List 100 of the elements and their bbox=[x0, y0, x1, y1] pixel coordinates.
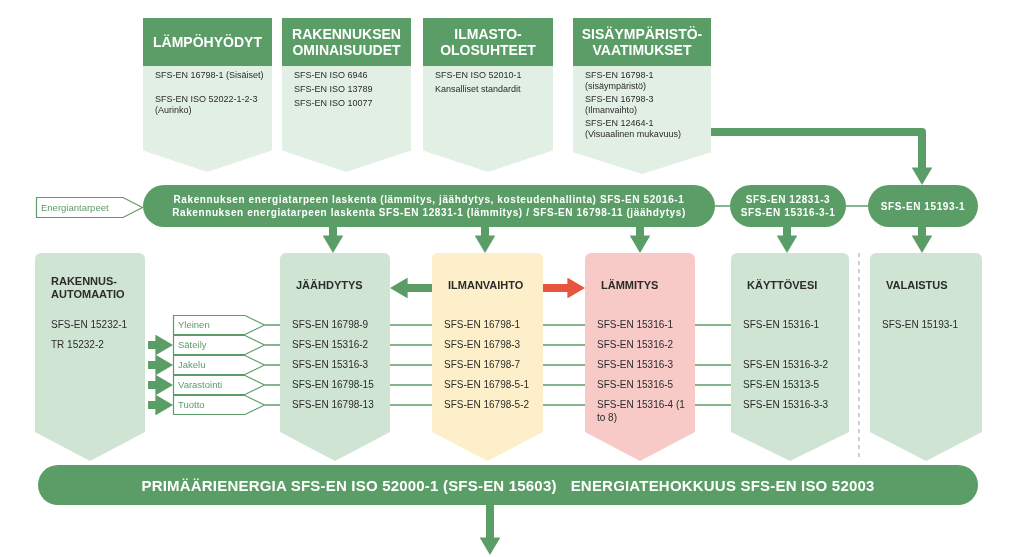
standard-code: SFS-EN 16798-15 bbox=[292, 378, 375, 391]
arrow bbox=[390, 277, 432, 299]
connector-line bbox=[714, 205, 731, 207]
arrow bbox=[322, 227, 344, 253]
chevron-panel bbox=[143, 18, 272, 172]
tag-text: Energiantarpeet bbox=[41, 201, 109, 214]
connector-line bbox=[542, 404, 586, 406]
connector-line bbox=[264, 364, 281, 366]
arrow bbox=[474, 227, 496, 253]
standard-code: SFS-EN 15316-1 bbox=[597, 318, 675, 331]
chevron-column bbox=[870, 253, 982, 461]
chevron-column bbox=[280, 253, 390, 461]
standard-code: SFS-EN 16798-5-2 bbox=[444, 398, 531, 411]
column-heading: RAKENNUS-AUTOMAATIO bbox=[51, 275, 126, 301]
arrow bbox=[148, 394, 173, 416]
standard-code: SFS-EN 16798-3 (Ilmanvaihto) bbox=[585, 94, 655, 116]
connector-line bbox=[542, 344, 586, 346]
pointer-tag bbox=[173, 315, 265, 335]
tag-text: Säteily bbox=[178, 339, 207, 351]
chevron-panel bbox=[282, 18, 411, 172]
chevron-panel bbox=[423, 18, 553, 172]
standard-code: SFS-EN 15316-3-2 bbox=[743, 358, 830, 371]
standard-code: Kansalliset standardit bbox=[435, 84, 522, 95]
banner-text: SFS-EN 15316-3-1 bbox=[740, 206, 836, 219]
chevron-column bbox=[35, 253, 145, 461]
tag-text: Varastointi bbox=[178, 379, 223, 391]
connector-line bbox=[389, 344, 433, 346]
tag-text: Tuotto bbox=[178, 399, 205, 411]
chevron-column bbox=[731, 253, 849, 461]
connector-line bbox=[389, 324, 433, 326]
column-heading: KÄYTTÖVESI bbox=[747, 279, 819, 292]
standard-code: SFS-EN 15193-1 bbox=[882, 318, 960, 331]
connector-line bbox=[845, 205, 869, 207]
standard-code: SFS-EN 16798-9 bbox=[292, 318, 370, 331]
pointer-tag bbox=[173, 395, 265, 415]
pill-banner bbox=[38, 465, 978, 505]
pill-banner bbox=[730, 185, 846, 227]
pill-banner bbox=[868, 185, 978, 227]
standard-code: SFS-EN 15316-3 bbox=[597, 358, 675, 371]
chevron-panel bbox=[573, 18, 711, 174]
connector-line bbox=[694, 404, 732, 406]
arrow bbox=[911, 227, 933, 253]
standard-code: SFS-EN 16798-3 bbox=[444, 338, 522, 351]
banner-text: Rakennuksen energiatarpeen laskenta SFS-EN 12831-1 (lämmitys) / SFS-EN 16798-11 (jäähdytys) bbox=[172, 206, 686, 219]
connector-line bbox=[694, 324, 732, 326]
chevron-column bbox=[432, 253, 543, 461]
panel-heading: LÄMPÖHYÖDYT bbox=[143, 18, 272, 66]
pill-banner bbox=[143, 185, 715, 227]
panel-heading: SISÄYMPÄRISTÖ-VAATIMUKSET bbox=[573, 18, 711, 66]
pointer-tag bbox=[36, 197, 143, 218]
standard-code: SFS-EN 15316-4 (1 to 8) bbox=[597, 398, 686, 424]
tag-text: Jakelu bbox=[178, 359, 206, 371]
banner-text: SFS-EN 15193-1 bbox=[880, 199, 966, 213]
standard-code: SFS-EN 15232-1 bbox=[51, 318, 129, 331]
connector-line bbox=[542, 384, 586, 386]
standard-code: SFS-EN 16798-7 bbox=[444, 358, 522, 371]
connector-line bbox=[264, 384, 281, 386]
banner-text: SFS-EN 12831-3 bbox=[745, 193, 831, 206]
panel-heading: RAKENNUKSEN OMINAISUUDET bbox=[282, 18, 411, 66]
arrow bbox=[776, 227, 798, 253]
column-heading: LÄMMITYS bbox=[601, 279, 660, 292]
column-heading: ILMANVAIHTO bbox=[448, 279, 525, 292]
connector-line bbox=[264, 344, 281, 346]
standard-code: SFS-EN 15316-2 bbox=[597, 338, 675, 351]
standard-code: SFS-EN 15316-2 bbox=[292, 338, 370, 351]
standard-code: SFS-EN 12464-1 (Visuaalinen mukavuus) bbox=[585, 118, 682, 140]
arrow bbox=[148, 334, 173, 356]
connector-line bbox=[542, 364, 586, 366]
standard-code: SFS-EN 15316-1 bbox=[743, 318, 821, 331]
connector-line bbox=[389, 384, 433, 386]
banner-text: ENERGIATEHOKKUUS SFS-EN ISO 52003 bbox=[570, 478, 875, 492]
standard-code: SFS-EN ISO 52022-1-2-3 (Aurinko) bbox=[155, 94, 259, 116]
standard-code: SFS-EN 16798-1 bbox=[444, 318, 522, 331]
connector-line bbox=[264, 404, 281, 406]
standard-code: SFS-EN 16798-1 (sisäympäristö) bbox=[585, 70, 655, 92]
standard-code: SFS-EN 16798-1 (Sisäiset) bbox=[155, 70, 264, 81]
standard-code: SFS-EN ISO 13789 bbox=[294, 84, 374, 95]
standard-code: SFS-EN ISO 6946 bbox=[294, 70, 369, 81]
standard-code: SFS-EN 16798-13 bbox=[292, 398, 375, 411]
chevron-column bbox=[585, 253, 695, 461]
column-heading: VALAISTUS bbox=[886, 279, 949, 292]
connector-line bbox=[694, 364, 732, 366]
standard-code: SFS-EN 16798-5-1 bbox=[444, 378, 531, 391]
standard-code: SFS-EN 15316-5 bbox=[597, 378, 675, 391]
tag-text: Yleinen bbox=[178, 319, 210, 331]
arrow bbox=[629, 227, 651, 253]
arrow bbox=[148, 354, 173, 376]
arrow bbox=[479, 505, 501, 555]
banner-text: PRIMÄÄRIENERGIA SFS-EN ISO 52000-1 (SFS-EN 15603) bbox=[141, 478, 557, 492]
connector-line bbox=[389, 364, 433, 366]
pointer-tag bbox=[173, 335, 265, 355]
banner-text: Rakennuksen energiatarpeen laskenta (lämmitys, jäähdytys, kosteudenhallinta) SFS-EN 52016-1 bbox=[173, 193, 685, 206]
pointer-tag bbox=[173, 355, 265, 375]
arrow bbox=[543, 277, 585, 299]
arrow bbox=[148, 374, 173, 396]
standard-code: SFS-EN 15313-5 bbox=[743, 378, 821, 391]
standard-code: SFS-EN 15316-3-3 bbox=[743, 398, 830, 411]
standard-code: SFS-EN ISO 52010-1 bbox=[435, 70, 523, 81]
connector-line bbox=[542, 324, 586, 326]
arrow bbox=[711, 128, 933, 185]
